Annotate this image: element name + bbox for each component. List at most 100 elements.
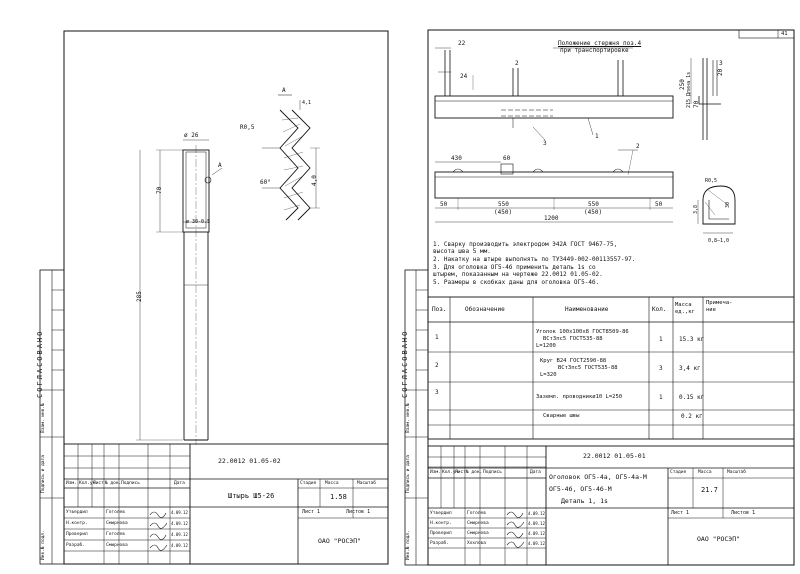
hdr-masshtab: Масштаб <box>357 481 376 486</box>
right-sheet-no: Лист 1 <box>671 510 690 516</box>
agreed-label: СОГЛАСОВАНО <box>36 329 44 398</box>
left-person-role-0: Утвердил <box>66 510 88 515</box>
right-person-role-3: Разраб. <box>430 541 449 546</box>
hdr-stadia: Стадия <box>300 481 317 486</box>
row2-pos: 2 <box>435 362 439 369</box>
left-sheet-no: Лист 1 <box>302 509 321 515</box>
inv-orig-label-2: Инв.№ подл. <box>406 530 411 560</box>
right-person-date-0: 4.09.12 <box>528 511 545 516</box>
left-person-date-2: 4.09.12 <box>171 532 188 537</box>
dim-550b: 550 <box>588 201 599 208</box>
right-sheet-frame <box>404 29 795 566</box>
left-person-date-1: 4.09.12 <box>171 521 188 526</box>
dim-d26: ø 26 <box>184 132 199 139</box>
row1-pos: 1 <box>435 334 439 341</box>
dim-d30: ø 30-0.5 <box>186 219 211 225</box>
r-hdr-stadia: Стадия <box>670 470 687 475</box>
hdr-doc: № док. <box>105 481 122 486</box>
dim-08: 0,8–1,0 <box>708 238 730 244</box>
right-signatures <box>506 511 525 548</box>
right-person-name-1: Смирнова <box>467 521 489 526</box>
th-name: Наименование <box>565 306 609 313</box>
left-org: ОАО "РОСЭП" <box>318 537 362 545</box>
r-hdr-masshtab: Масштаб <box>727 470 746 475</box>
r-hdr-podp: Подпись <box>483 470 502 475</box>
dim-30: 30 <box>725 201 731 208</box>
right-sheets-total: Листов 1 <box>731 510 756 516</box>
callout-2b: 2 <box>636 143 640 150</box>
dim-60-b: 60 <box>503 155 511 162</box>
right-title-1: ОГ5-4б, ОГ5-4б-М <box>549 485 612 493</box>
page-number: 41 <box>781 31 788 37</box>
transport-caption-2: при транспортировке <box>560 47 629 54</box>
right-person-name-0: Гоголев <box>467 511 486 516</box>
row1-mass: 15.3 кг <box>679 336 705 343</box>
view-a-mark: A <box>218 162 222 169</box>
right-person-role-2: Проверил <box>430 531 452 536</box>
knurl-profile <box>262 94 320 221</box>
dim-450b: (450) <box>584 209 603 216</box>
dim-41: 4,1 <box>302 100 312 106</box>
left-person-name-2: Гоголев <box>106 532 125 537</box>
dim-1200: 1200 <box>544 215 559 222</box>
right-person-name-3: Хохлова <box>467 541 486 546</box>
assembly-top-view <box>434 47 721 141</box>
r-hdr-massa: Масса <box>698 470 712 475</box>
dim-60: 60° <box>260 179 271 186</box>
row3-name-a: Заземл. проводникø10 L=250 <box>536 394 623 400</box>
row1-name-c: L=1200 <box>536 343 556 349</box>
spec-table-grid <box>427 296 795 440</box>
r-hdr-izm: Изм. <box>430 470 441 475</box>
row4-name-a: Сварные швы <box>543 413 580 419</box>
section-a-label: A <box>282 87 286 94</box>
left-title: Штырь Ш5-26 <box>228 492 275 500</box>
dim-r05-b: R0,5 <box>705 178 718 184</box>
note-line-5: 5. Размеры в скобках даны для оголовка О… <box>433 279 600 286</box>
right-person-date-3: 4.09.12 <box>528 541 545 546</box>
row2-name-b: ВСт3пс5 ГОСТ535-88 <box>558 365 618 371</box>
left-person-role-1: Н.контр. <box>66 521 88 526</box>
r-hdr-list: Лист <box>455 470 466 475</box>
sign-date-label-2: Подпись и дата <box>406 455 411 493</box>
hdr-massa: Масса <box>325 481 339 486</box>
row2-mass: 3,4 кг <box>679 365 701 372</box>
right-mass: 21.7 <box>701 486 718 494</box>
dim-285: 285 <box>136 291 143 302</box>
row1-name-a: Уголок 100х100х8 ГОСТ8509-86 <box>536 329 629 335</box>
left-sheets-total: Листов 1 <box>346 509 371 515</box>
th-note: Примеча-ние <box>706 300 733 313</box>
dim-250: 250 <box>679 79 686 90</box>
row4-mass: 0.2 кг <box>681 413 703 420</box>
pin-drawing <box>136 139 223 445</box>
dim-r05: R0,5 <box>240 124 255 131</box>
replace-inv-label: Взам. инв.№ <box>41 403 46 433</box>
left-person-name-3: Смирнова <box>106 543 128 548</box>
th-qty: Кол. <box>652 306 667 313</box>
dim-20: 20 <box>717 68 724 76</box>
sheet-divider <box>397 0 403 574</box>
right-title-block <box>427 445 795 566</box>
r-hdr-doc: № док. <box>466 470 483 475</box>
dim-430: 430 <box>451 155 462 162</box>
row3-qty: 1 <box>659 394 663 401</box>
right-doc-code: 22.0012 01.05-01 <box>583 452 646 460</box>
transport-caption: Положение стержня поз.4 <box>558 40 642 47</box>
left-person-date-0: 4.09.12 <box>171 510 188 515</box>
dim-70: 70 <box>156 186 163 194</box>
th-pos: Поз. <box>432 306 447 313</box>
left-person-date-3: 4.09.12 <box>171 543 188 548</box>
left-person-name-0: Гоголев <box>106 510 125 515</box>
left-person-name-1: Смирнова <box>106 521 128 526</box>
angle-section <box>697 185 736 234</box>
row1-name-b: ВСт3пс5 ГОСТ535-88 <box>543 336 603 342</box>
r-hdr-kol: Кол.уч <box>442 470 459 475</box>
right-title-2: Деталь 1, 1s <box>561 497 608 505</box>
right-sheet: СОГЛАСОВАНО Взам. инв.№ Подпись и дата И… <box>401 0 800 574</box>
right-person-date-1: 4.09.12 <box>528 521 545 526</box>
note-line-2: 2. Накатку на штыре выполнять по ТУ3449-… <box>433 256 636 263</box>
right-person-name-2: Смирнова <box>467 531 489 536</box>
note-line-4: штырем, показанным на чертеже 22.0012 01… <box>433 271 603 278</box>
row2-qty: 3 <box>659 365 663 372</box>
hdr-podp: Подпись <box>121 481 140 486</box>
callout-3a: 3 <box>543 140 547 147</box>
